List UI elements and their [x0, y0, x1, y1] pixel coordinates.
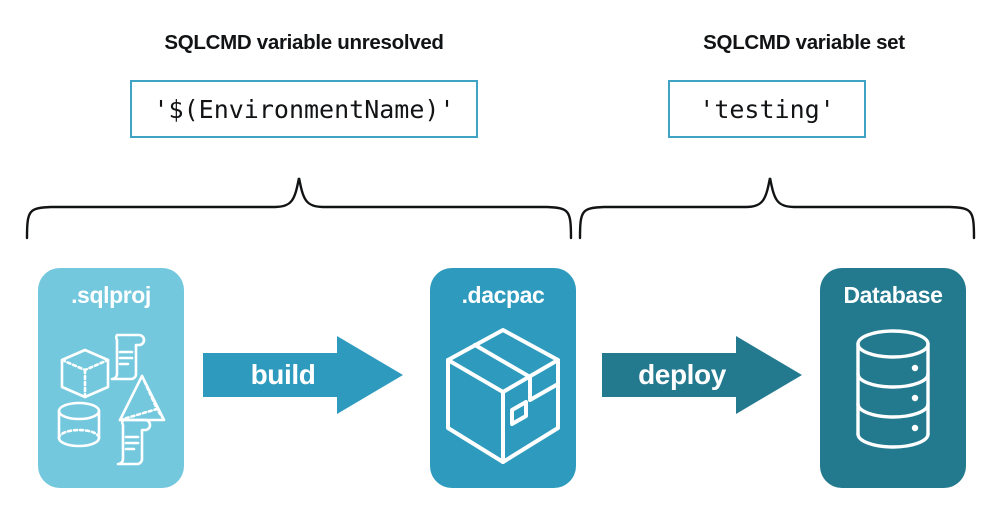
- brace-left: [25, 177, 573, 240]
- cube-icon: [60, 348, 110, 399]
- cylinder-icon: [57, 401, 101, 448]
- arrow-build-shape: [203, 336, 403, 414]
- stage-caption-sqlproj: .sqlproj: [71, 282, 151, 308]
- pyramid-icon: [118, 374, 166, 422]
- scroll-icon: [116, 418, 152, 466]
- code-box-unresolved: '$(EnvironmentName)': [130, 80, 478, 138]
- database-artwork: [856, 329, 930, 449]
- sqlproj-artwork: [57, 333, 166, 466]
- database-cylinder-icon: [856, 329, 930, 449]
- dacpac-artwork: [446, 328, 560, 464]
- arrow-deploy: deploy: [602, 336, 802, 419]
- stage-box-dacpac: .dacpac: [430, 268, 576, 488]
- stage-caption-dacpac: .dacpac: [461, 282, 545, 308]
- stage-box-database: Database: [820, 268, 966, 488]
- package-box-icon: [446, 328, 560, 464]
- brace-right: [578, 177, 976, 240]
- section-heading-left: SQLCMD variable unresolved: [164, 31, 444, 54]
- stage-box-sqlproj: .sqlproj: [38, 268, 184, 488]
- arrow-deploy-shape: [602, 336, 802, 414]
- scroll-icon: [110, 333, 146, 381]
- code-box-set: 'testing': [668, 80, 866, 138]
- arrow-build: build: [203, 336, 403, 419]
- stage-caption-database: Database: [843, 282, 943, 308]
- section-heading-right: SQLCMD variable set: [703, 31, 905, 54]
